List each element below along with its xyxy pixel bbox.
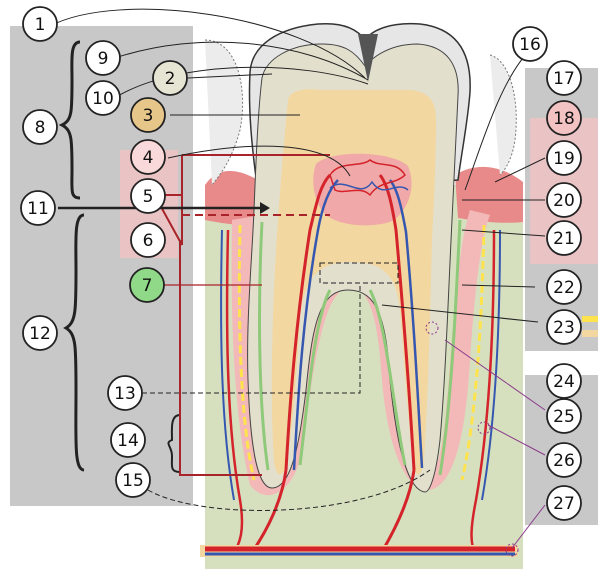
gum-outline-left — [205, 40, 243, 185]
callout-12: 12 — [23, 316, 57, 350]
callout-label: 16 — [519, 35, 541, 55]
callout-26: 26 — [547, 443, 581, 477]
callout-7: 7 — [130, 268, 164, 302]
callout-label: 13 — [114, 384, 136, 404]
callout-label: 22 — [553, 278, 575, 298]
callout-label: 5 — [143, 187, 154, 207]
callout-13: 13 — [108, 376, 142, 410]
tan-swatch-right — [582, 330, 598, 337]
callout-1: 1 — [23, 7, 57, 41]
callout-label: 26 — [553, 451, 575, 471]
callout-label: 24 — [553, 372, 575, 392]
callout-19: 19 — [547, 141, 581, 175]
callout-label: 3 — [143, 106, 154, 126]
callout-label: 27 — [553, 494, 575, 514]
callout-label: 1 — [35, 15, 46, 35]
callout-9: 9 — [86, 41, 120, 75]
callout-2: 2 — [153, 61, 187, 95]
callout-8: 8 — [23, 110, 57, 144]
callout-label: 2 — [165, 69, 176, 89]
callout-label: 20 — [553, 191, 575, 211]
callout-label: 23 — [553, 318, 575, 338]
callout-11: 11 — [21, 191, 55, 225]
callout-10: 10 — [86, 81, 120, 115]
callout-label: 11 — [27, 199, 49, 219]
callout-17: 17 — [547, 61, 581, 95]
callout-5: 5 — [131, 179, 165, 213]
callout-22: 22 — [547, 270, 581, 304]
callout-3: 3 — [131, 98, 165, 132]
callout-label: 21 — [553, 229, 575, 249]
callout-4: 4 — [131, 140, 165, 174]
callout-label: 8 — [35, 118, 46, 138]
callout-label: 7 — [142, 276, 153, 296]
callout-label: 10 — [92, 89, 114, 109]
callout-label: 17 — [553, 69, 575, 89]
callout-6: 6 — [131, 223, 165, 257]
callout-label: 12 — [29, 324, 51, 344]
callout-24: 24 — [547, 364, 581, 398]
callout-21: 21 — [547, 221, 581, 255]
callout-label: 9 — [98, 49, 109, 69]
callout-label: 25 — [553, 407, 575, 427]
callout-20: 20 — [547, 183, 581, 217]
callout-25: 25 — [547, 399, 581, 433]
callout-label: 18 — [553, 109, 575, 129]
callout-label: 6 — [143, 231, 154, 251]
callout-18: 18 — [547, 101, 581, 135]
gum-right — [455, 167, 523, 223]
callout-14: 14 — [111, 423, 145, 457]
callout-27: 27 — [547, 486, 581, 520]
callout-label: 4 — [143, 148, 154, 168]
callout-15: 15 — [116, 463, 150, 497]
callout-label: 19 — [553, 149, 575, 169]
yellow-swatch-right — [582, 316, 598, 322]
callout-23: 23 — [547, 310, 581, 344]
callout-16: 16 — [513, 27, 547, 61]
callout-label: 14 — [117, 431, 139, 451]
callout-label: 15 — [122, 471, 144, 491]
